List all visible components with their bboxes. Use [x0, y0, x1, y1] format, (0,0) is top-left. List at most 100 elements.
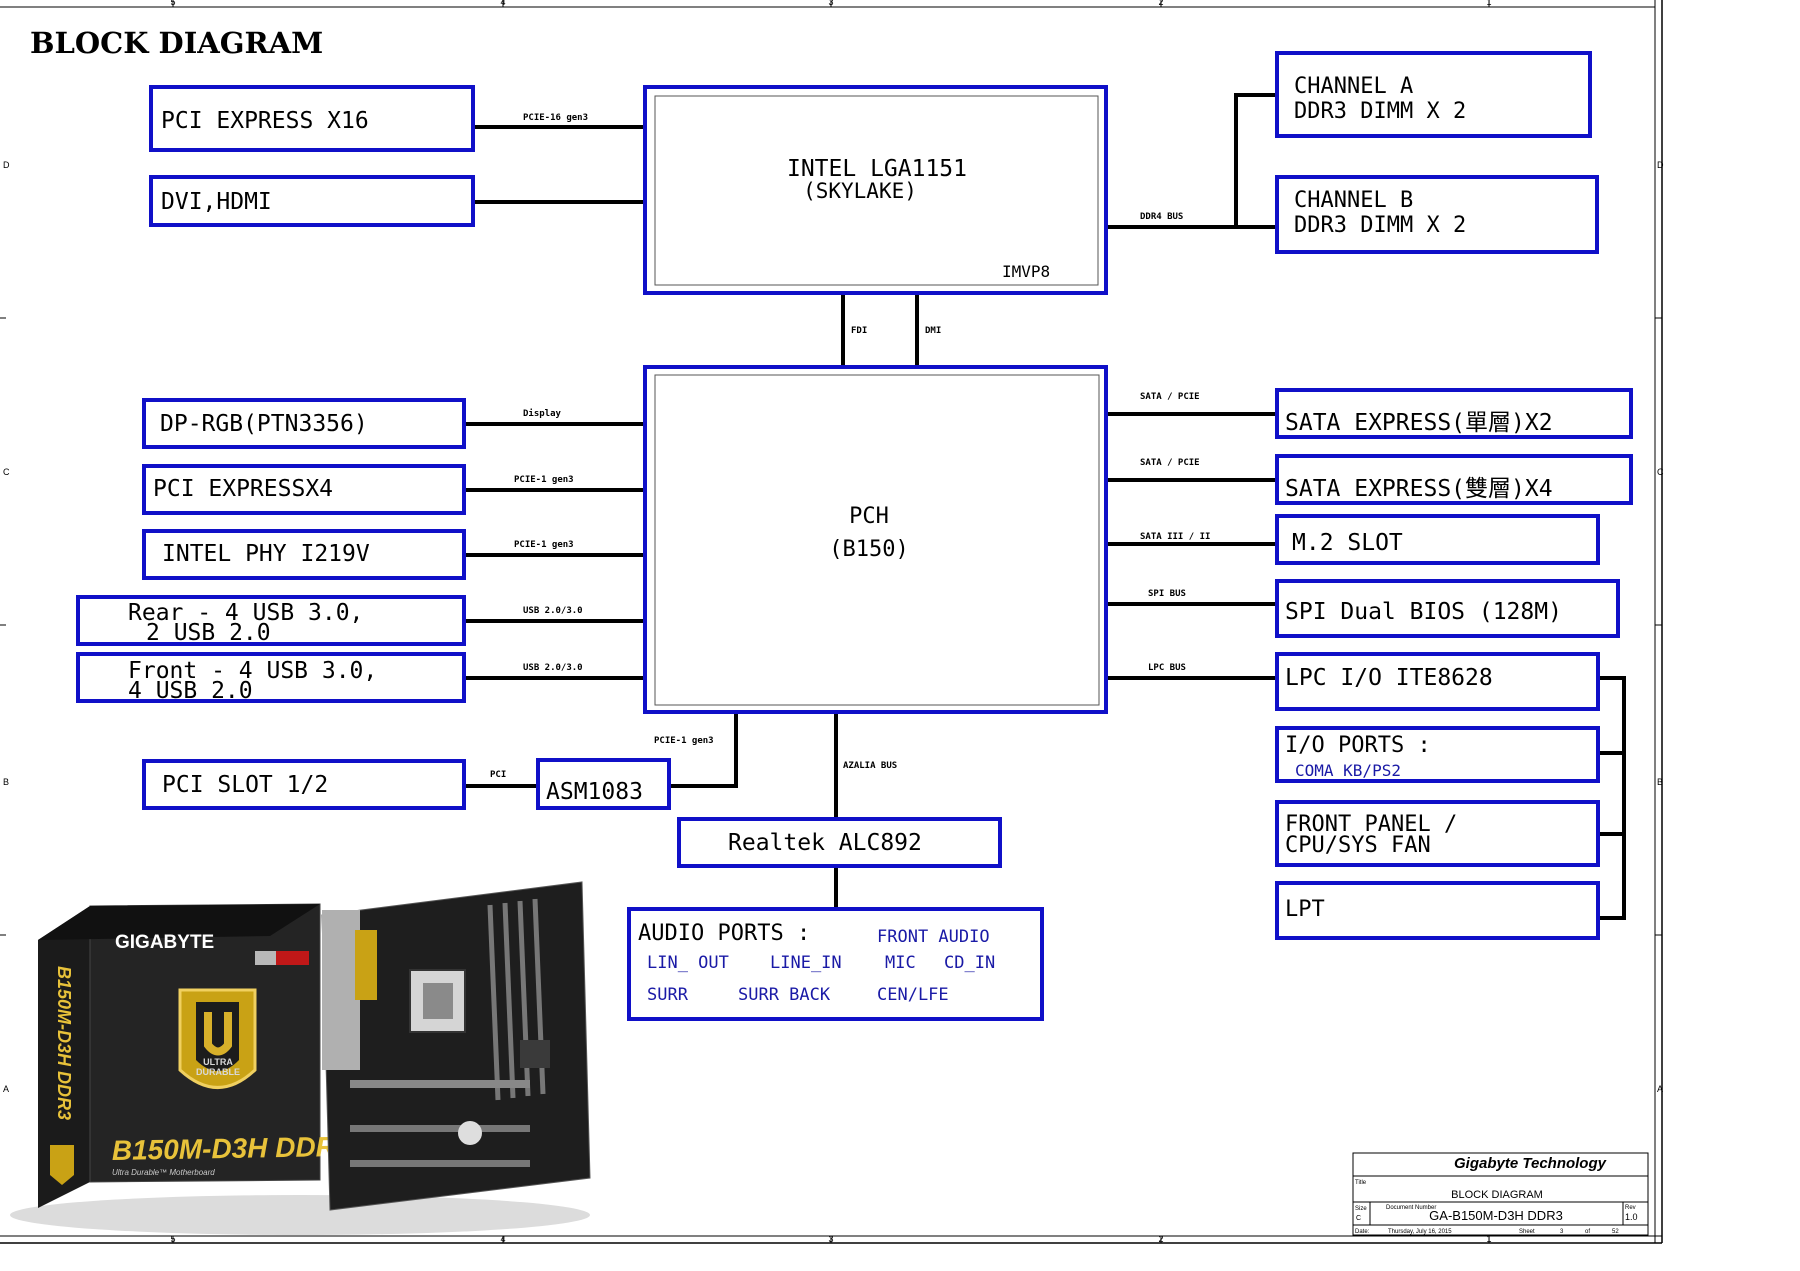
- column-label: 4: [500, 1234, 505, 1244]
- title-block-company: Gigabyte Technology: [1454, 1155, 1607, 1172]
- sata-double-bus-label: SATA / PCIE: [1140, 458, 1200, 468]
- title-block-docnum: GA-B150M-D3H DDR3: [1429, 1208, 1563, 1223]
- row-label: B: [3, 777, 9, 787]
- row-label: A: [3, 1084, 9, 1094]
- cpu-block: INTEL LGA1151 (SKYLAKE) IMVP8: [643, 85, 1108, 295]
- front-panel-line1: FRONT PANEL /: [1285, 812, 1457, 837]
- title-block-of-label: of: [1585, 1229, 1590, 1235]
- rear-usb-box: Rear - 4 USB 3.0, 2 USB 2.0: [76, 595, 466, 646]
- frame-column-labels: 5 4 3 2 1 5 4 3 2 1: [170, 0, 1491, 1244]
- pcie-slot: [350, 1080, 530, 1088]
- column-label: 5: [170, 0, 175, 7]
- channel-b-line1: CHANNEL B: [1294, 188, 1413, 213]
- lpc-io-box: LPC I/O ITE8628: [1275, 652, 1600, 711]
- product-shadow: [10, 1195, 590, 1235]
- sata-express-single-label: SATA EXPRESS(單層)X2: [1285, 410, 1553, 436]
- front-usb-line1: Front - 4 USB 3.0,: [128, 658, 377, 684]
- io-ports-box: I/O PORTS : COMA KB/PS2: [1275, 726, 1600, 783]
- product-model-text: B150M-D3H DDR3: [112, 1131, 353, 1166]
- product-image: GIGABYTE ULTRA DURABLE B150M-D3H DDR3 Ul…: [10, 881, 591, 1235]
- line-in-label: LINE_IN: [770, 953, 842, 973]
- fdi-label: FDI: [851, 326, 867, 336]
- row-label: D: [3, 160, 10, 170]
- signal-labels: PCIE-16 gen3 DDR4 BUS FDI DMI Display PC…: [490, 113, 1210, 780]
- surr-back-label: SURR BACK: [738, 985, 831, 1005]
- channel-a-line1: CHANNEL A: [1294, 74, 1413, 99]
- lpt-box: LPT: [1275, 881, 1600, 940]
- bios-bus-label: SPI BUS: [1148, 589, 1186, 599]
- dp-rgb-label: DP-RGB(PTN3356): [160, 411, 368, 437]
- pch-chip: [520, 1040, 550, 1068]
- sata-express-single-box: SATA EXPRESS(單層)X2: [1275, 388, 1633, 439]
- frame-row-labels: D C B A D C B A: [3, 160, 1664, 1094]
- product-tagline: Ultra Durable™ Motherboard: [112, 1168, 215, 1177]
- pcie-x4-box: PCI EXPRESSX4: [142, 464, 466, 515]
- audio-ports-label: AUDIO PORTS :: [638, 921, 810, 946]
- channel-b-box: CHANNEL B DDR3 DIMM X 2: [1275, 175, 1599, 254]
- retail-box-top: [38, 904, 320, 940]
- diagram-title: BLOCK DIAGRAM: [30, 26, 323, 60]
- front-panel-line2: CPU/SYS FAN: [1285, 833, 1431, 858]
- spi-bios-box: SPI Dual BIOS (128M): [1275, 579, 1620, 638]
- pci-slot-box: PCI SLOT 1/2: [142, 759, 466, 810]
- io-shield-ports: [322, 910, 360, 1070]
- chipset-heatsink: [458, 1121, 482, 1145]
- title-block-size: C: [1356, 1215, 1361, 1222]
- sata-express-double-box: SATA EXPRESS(雙層)X4: [1275, 454, 1633, 505]
- row-label: A: [1657, 1084, 1663, 1094]
- realtek-codec-box: Realtek ALC892: [677, 817, 1002, 868]
- column-label: 5: [170, 1234, 175, 1244]
- m2-bus-label: SATA III / II: [1140, 532, 1210, 542]
- cpu-vr-label: IMVP8: [1002, 262, 1050, 281]
- wire-asm1083: [670, 713, 738, 788]
- title-block-title: BLOCK DIAGRAM: [1451, 1189, 1543, 1201]
- pcie16-box: PCI EXPRESS X16: [149, 85, 475, 152]
- title-block-size-label: Size: [1355, 1206, 1367, 1212]
- io-ports-line2: COMA KB/PS2: [1295, 761, 1401, 780]
- cen-lfe-label: CEN/LFE: [877, 985, 949, 1005]
- realtek-codec-label: Realtek ALC892: [728, 830, 922, 856]
- rear-usb-line2: 2 USB 2.0: [146, 620, 271, 646]
- lpc-bus-label: LPC BUS: [1148, 663, 1186, 673]
- pch-model: (B150): [829, 537, 908, 562]
- box-side-model-text: B150M-D3H DDR3: [54, 966, 74, 1120]
- title-block-sheet: 3: [1560, 1229, 1564, 1235]
- dvi-hdmi-box: DVI,HDMI: [149, 175, 475, 227]
- azalia-bus-label: AZALIA BUS: [843, 761, 897, 771]
- title-block-total: 52: [1612, 1229, 1619, 1235]
- lpc-io-label: LPC I/O ITE8628: [1285, 665, 1493, 691]
- sata-single-bus-label: SATA / PCIE: [1140, 392, 1200, 402]
- column-label: 3: [828, 0, 833, 7]
- m2-slot-label: M.2 SLOT: [1292, 530, 1403, 556]
- cpu-socket-center: [423, 983, 453, 1019]
- column-label: 1: [1486, 0, 1491, 7]
- dimm-slot: [487, 904, 501, 1101]
- column-label: 2: [1158, 1234, 1163, 1244]
- rear-usb-line1: Rear - 4 USB 3.0,: [128, 600, 363, 626]
- intel-phy-box: INTEL PHY I219V: [142, 529, 466, 580]
- pcie16-bus-label: PCIE-16 gen3: [523, 113, 588, 123]
- display-bus-label: Display: [523, 408, 562, 419]
- surr-label: SURR: [647, 985, 689, 1005]
- pcie-x4-label: PCI EXPRESSX4: [153, 476, 333, 502]
- audio-ports-box: AUDIO PORTS : FRONT AUDIO LIN_ OUT LINE_…: [627, 907, 1044, 1021]
- brand-logo-text: GIGABYTE: [115, 932, 214, 953]
- row-label: C: [3, 467, 10, 477]
- channel-b-line2: DDR3 DIMM X 2: [1294, 213, 1466, 238]
- sata-express-double-label: SATA EXPRESS(雙層)X4: [1285, 476, 1553, 502]
- ultra-durable-tag: [276, 951, 309, 965]
- pch-name: PCH: [849, 504, 889, 529]
- title-block-date: Thursday, July 16, 2015: [1388, 1229, 1452, 1235]
- column-label: 1: [1486, 1234, 1491, 1244]
- row-label: C: [1657, 467, 1664, 477]
- title-block-rev-label: Rev: [1625, 1205, 1636, 1211]
- badge-line2: DURABLE: [196, 1067, 240, 1077]
- dvi-hdmi-label: DVI,HDMI: [161, 189, 272, 215]
- wire-channel-a: [1234, 93, 1276, 227]
- front-usb-bus-label: USB 2.0/3.0: [523, 663, 583, 673]
- lpt-label: LPT: [1285, 897, 1325, 922]
- pcie-slot: [350, 1125, 530, 1132]
- channel-a-box: CHANNEL A DDR3 DIMM X 2: [1275, 51, 1592, 138]
- vrm-heatsink: [355, 930, 377, 1000]
